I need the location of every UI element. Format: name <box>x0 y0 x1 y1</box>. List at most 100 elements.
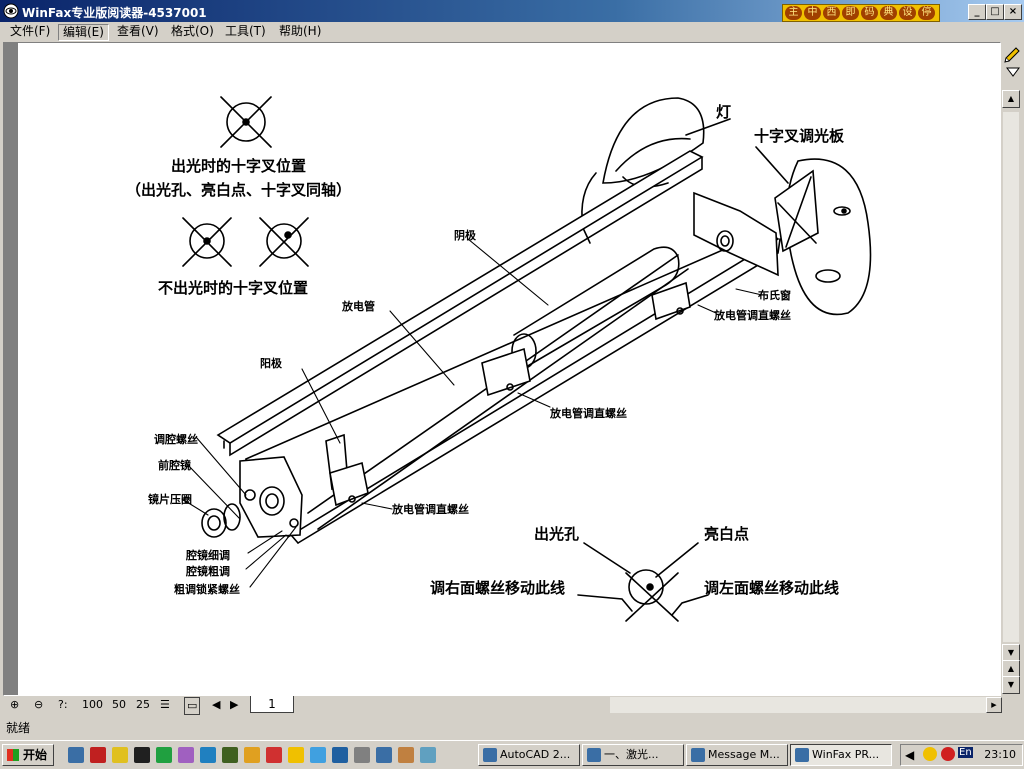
quicklaunch-icon[interactable] <box>134 747 150 763</box>
label-left-screw-line: 调左面螺丝移动此线 <box>704 579 840 597</box>
label-tube-screw: 放电管调直螺丝 <box>550 407 627 420</box>
label-tube-screw: 放电管调直螺丝 <box>392 503 469 516</box>
quicklaunch-icon[interactable] <box>332 747 348 763</box>
document-page: 出光时的十字叉位置 （出光孔、亮白点、十字叉同轴） 不出光时的十字叉位置 灯 十… <box>18 43 1000 695</box>
label-brewster-window: 布氏窗 <box>758 289 791 302</box>
ime-button[interactable]: 西 <box>823 6 840 20</box>
title-bar: WinFax专业版阅读器-4537001 主 中 西 即 码 典 设 停 _ □… <box>0 0 1024 22</box>
maximize-button[interactable]: □ <box>986 4 1004 20</box>
message-icon <box>691 748 705 762</box>
lamp-drawing <box>581 97 731 244</box>
list-view-icon[interactable]: ☰ <box>160 698 170 711</box>
ime-button[interactable]: 主 <box>785 6 802 20</box>
label-lens-ring: 镜片压圈 <box>148 493 192 506</box>
label-lamp: 灯 <box>716 103 732 121</box>
winfax-icon <box>795 748 809 762</box>
hscroll-right-button[interactable]: ▶ <box>986 697 1002 713</box>
legend-subtitle-on: （出光孔、亮白点、十字叉同轴） <box>126 181 352 199</box>
legend-title-on: 出光时的十字叉位置 <box>171 157 307 175</box>
task-word[interactable]: 一、激光... <box>582 744 684 766</box>
quicklaunch-icon[interactable] <box>112 747 128 763</box>
menu-format[interactable]: 格式(O) <box>171 24 214 38</box>
autocad-icon <box>483 748 497 762</box>
zoom-100[interactable]: 100 <box>82 698 103 711</box>
scroll-track[interactable] <box>1003 112 1019 642</box>
menu-view[interactable]: 查看(V) <box>117 24 159 38</box>
menu-file[interactable]: 文件(F) <box>10 24 51 38</box>
laser-housing-drawing <box>201 150 781 544</box>
label-coarse-lock: 粗调锁紧螺丝 <box>174 583 240 596</box>
task-autocad[interactable]: AutoCAD 2... <box>478 744 580 766</box>
quicklaunch-icon[interactable] <box>178 747 194 763</box>
quicklaunch-icon[interactable] <box>90 747 106 763</box>
task-winfax[interactable]: WinFax PR... <box>790 744 892 766</box>
ime-button[interactable]: 码 <box>861 6 878 20</box>
zoom-in-icon[interactable]: ⊕ <box>10 698 20 711</box>
crosshair-off-icon <box>182 217 232 267</box>
scroll-up-button[interactable]: ▲ <box>1002 90 1020 108</box>
fit-page-icon[interactable]: ?: <box>58 698 68 711</box>
label-fine-adjust: 腔镜细调 <box>186 549 230 562</box>
page-next-icon[interactable]: ▶ <box>230 698 239 711</box>
label-bright-spot: 亮白点 <box>704 525 750 543</box>
thumbnail-view-icon[interactable]: ▭ <box>184 697 201 715</box>
cross-plate-drawing <box>755 146 872 316</box>
label-front-mirror: 前腔镜 <box>158 459 191 472</box>
page-tab[interactable]: 1 <box>250 696 294 713</box>
zoom-50[interactable]: 50 <box>112 698 126 711</box>
winfax-app-icon[interactable] <box>3 3 19 19</box>
zoom-toolbar: ⊕ ⊖ ?: 100 50 25 ☰ ▭ ◀ ▶ <box>0 696 1024 715</box>
zoom-25[interactable]: 25 <box>136 698 150 711</box>
ime-button[interactable]: 设 <box>899 6 916 20</box>
window-title: WinFax专业版阅读器-4537001 <box>22 6 207 20</box>
sun-tray-icon[interactable] <box>941 747 955 761</box>
quicklaunch-icon[interactable] <box>200 747 216 763</box>
menu-edit[interactable]: 编辑(E) <box>58 24 109 41</box>
quicklaunch-icon[interactable] <box>266 747 282 763</box>
quicklaunch-icon[interactable] <box>288 747 304 763</box>
page-prev-icon[interactable]: ◀ <box>212 698 221 711</box>
status-bar: 就绪 <box>0 715 1024 737</box>
task-message[interactable]: Message M... <box>686 744 788 766</box>
ime-button[interactable]: 停 <box>918 6 935 20</box>
zoom-out-icon[interactable]: ⊖ <box>34 698 44 711</box>
document-viewport[interactable]: 出光时的十字叉位置 （出光孔、亮白点、十字叉同轴） 不出光时的十字叉位置 灯 十… <box>3 42 1001 696</box>
close-button[interactable]: × <box>1004 4 1022 20</box>
quicklaunch-icon[interactable] <box>222 747 238 763</box>
word-icon <box>587 748 601 762</box>
menu-tools[interactable]: 工具(T) <box>225 24 266 38</box>
volume-icon[interactable]: ◀ <box>905 748 915 762</box>
quicklaunch-icon[interactable] <box>156 747 172 763</box>
start-button[interactable]: 开始 <box>2 744 54 766</box>
quicklaunch-icon[interactable] <box>244 747 260 763</box>
page-down-button[interactable]: ▼ <box>1002 676 1020 694</box>
label-discharge-tube: 放电管 <box>342 300 375 313</box>
quicklaunch-icon[interactable] <box>354 747 370 763</box>
pencil-icon[interactable] <box>1003 44 1021 80</box>
leader-lines <box>181 238 763 588</box>
language-indicator[interactable]: En <box>958 747 973 758</box>
exit-target-drawing <box>577 542 709 622</box>
ime-button[interactable]: 即 <box>842 6 859 20</box>
vertical-scrollbar[interactable]: ▲ ▼ ▲ ▼ <box>1001 42 1021 694</box>
system-tray: ◀ En 23:10 <box>900 744 1023 766</box>
minimize-button[interactable]: _ <box>968 4 986 20</box>
label-coarse-adjust: 腔镜粗调 <box>186 565 230 578</box>
quicklaunch-icon[interactable] <box>376 747 392 763</box>
crosshair-off-icon <box>259 217 309 267</box>
quicklaunch-icon[interactable] <box>420 747 436 763</box>
quicklaunch-icon[interactable] <box>310 747 326 763</box>
ie-icon[interactable] <box>68 747 84 763</box>
horizontal-scrollbar[interactable] <box>610 697 1000 713</box>
ime-tray-icon[interactable] <box>923 747 937 761</box>
menu-bar: 文件(F) 编辑(E) 查看(V) 格式(O) 工具(T) 帮助(H) <box>0 22 1024 41</box>
ime-button[interactable]: 中 <box>804 6 821 20</box>
ime-toolbar[interactable]: 主 中 西 即 码 典 设 停 <box>782 4 940 22</box>
label-right-screw-line: 调右面螺丝移动此线 <box>430 579 566 597</box>
crosshair-on-icon <box>220 96 272 148</box>
label-cross-plate: 十字叉调光板 <box>754 127 845 145</box>
quicklaunch-icon[interactable] <box>398 747 414 763</box>
taskbar: 开始 AutoCAD 2... 一、激光... Message M... Win… <box>0 740 1024 769</box>
menu-help[interactable]: 帮助(H) <box>279 24 322 38</box>
ime-button[interactable]: 典 <box>880 6 897 20</box>
